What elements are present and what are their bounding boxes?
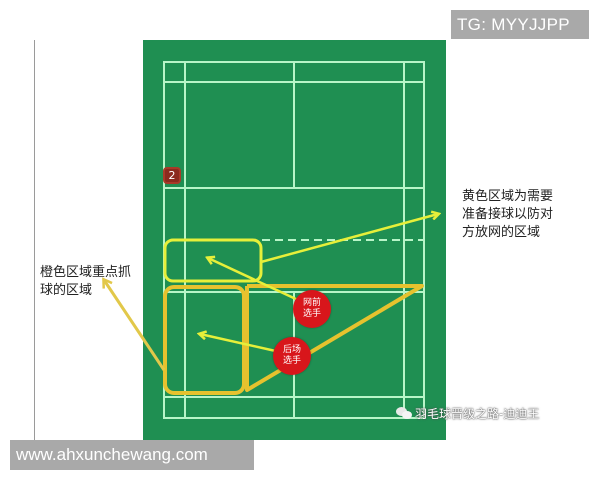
annotation-line: 橙色区域重点抓 <box>40 265 132 280</box>
arrow-yellow-to-right-label <box>260 214 438 264</box>
left-divider-line <box>34 40 35 440</box>
orange-zone-triangle <box>245 284 424 392</box>
zone-number-badge: 2 <box>163 167 181 184</box>
wechat-icon <box>396 407 412 420</box>
annotation-line: 准备接球以防对 <box>462 207 554 222</box>
tg-watermark: TG: MYYJJPP <box>451 10 589 39</box>
back-player-label-1: 后场 <box>282 345 301 355</box>
annotation-line: 球的区域 <box>40 283 93 298</box>
arrow-left-label-to-orange <box>104 280 166 371</box>
wechat-account-name: 羽毛球晋级之路-迪迪王 <box>415 407 540 421</box>
url-watermark: www.ahxunchewang.com <box>10 440 254 470</box>
back-player-label-2: 选手 <box>282 356 301 366</box>
orange-zone-annotation: 橙色区域重点抓 球的区域 <box>40 264 140 300</box>
wechat-watermark: 羽毛球晋级之路-迪迪王 <box>396 405 539 422</box>
orange-zone-box <box>163 285 246 395</box>
arrow-net-player-to-yellow <box>208 258 299 302</box>
arrow-back-player-to-orange <box>200 334 281 354</box>
annotation-line: 黄色区域为需要 <box>462 189 554 204</box>
yellow-zone-annotation: 黄色区域为需要 准备接球以防对 方放网的区域 <box>462 188 592 242</box>
annotation-line: 方放网的区域 <box>462 225 541 240</box>
yellow-zone-box <box>163 238 263 283</box>
back-player-marker: 后场 选手 <box>273 337 311 375</box>
net-player-label-2: 选手 <box>302 309 321 319</box>
net-player-marker: 网前 选手 <box>293 290 331 328</box>
net-player-label-1: 网前 <box>302 298 321 308</box>
